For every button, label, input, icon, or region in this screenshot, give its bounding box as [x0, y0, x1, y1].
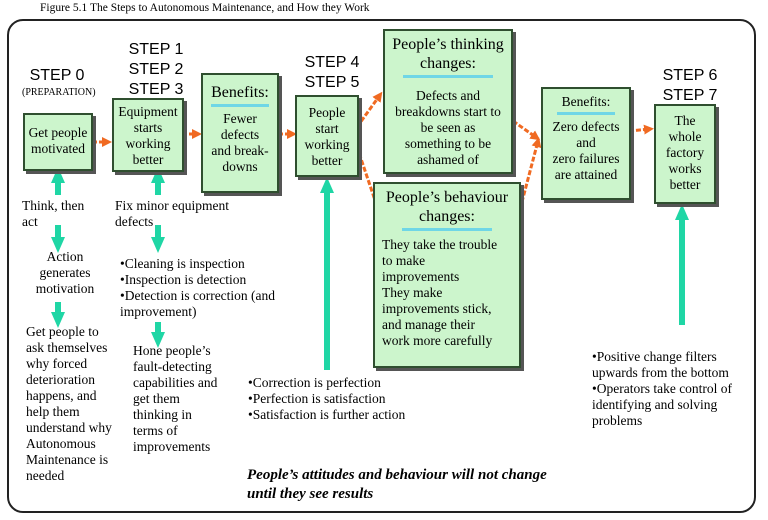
figure-caption: Figure 5.1 The Steps to Autonomous Maint…: [40, 2, 370, 14]
benefits-title: Benefits:: [561, 94, 611, 109]
box-people-start-working: People start working better: [295, 95, 359, 177]
box-get-people-motivated: Get people motivated: [23, 113, 93, 171]
arrow-thinking-to-benefits: [512, 119, 541, 141]
note-think-then-act: Think, then act: [22, 198, 85, 229]
box-benefits-fewer-defects: Benefits: Fewer defects and break- downs: [201, 73, 279, 193]
arrow-benefits-to-factory: [628, 124, 654, 135]
box-thinking-changes: People’s thinking changes: Defects and b…: [383, 29, 513, 174]
box-benefits-zero-defects: Benefits: Zero defects and zero failures…: [541, 87, 631, 200]
box-equipment-better: Equipment starts working better: [112, 98, 184, 172]
step-0-label: STEP 0 (PREPARATION): [22, 66, 96, 100]
step-1-3-label: STEP 1 STEP 2 STEP 3: [128, 41, 184, 98]
note-positive-change: •Positive change filters upwards from th…: [592, 349, 733, 428]
note-fix-minor-defects: Fix minor equipment defects: [115, 198, 229, 229]
title-underline: [403, 75, 493, 78]
step-0-subtitle: (PREPARATION): [22, 87, 96, 98]
note-cleaning-inspection: •Cleaning is inspection •Inspection is d…: [120, 256, 276, 319]
title-underline: [402, 228, 492, 231]
note-action-motivation: Action generates motivation: [35, 249, 95, 296]
conclusion-text: People’s attitudes and behaviour will no…: [247, 467, 547, 502]
step-4-5-label: STEP 4 STEP 5: [304, 54, 360, 91]
note-ask-themselves: Get people to ask themselves why forced …: [26, 324, 112, 483]
title-underline: [557, 112, 615, 115]
box-whole-factory: The whole factory works better: [654, 104, 716, 204]
arrow-to-behaviour: [355, 146, 384, 222]
title-underline: [211, 104, 269, 107]
arrow-to-thinking: [355, 91, 383, 128]
box-behaviour-changes: People’s behaviour changes: They take th…: [373, 182, 521, 368]
step-6-7-label: STEP 6 STEP 7: [662, 67, 718, 104]
note-correction-perfection: •Correction is perfection •Perfection is…: [248, 375, 406, 422]
step-0-title: STEP 0: [29, 67, 85, 84]
diagram-frame: [7, 19, 756, 513]
benefits-title: Benefits:: [211, 84, 269, 101]
note-hone-capabilities: Hone people’s fault-detecting capabiliti…: [133, 343, 218, 454]
